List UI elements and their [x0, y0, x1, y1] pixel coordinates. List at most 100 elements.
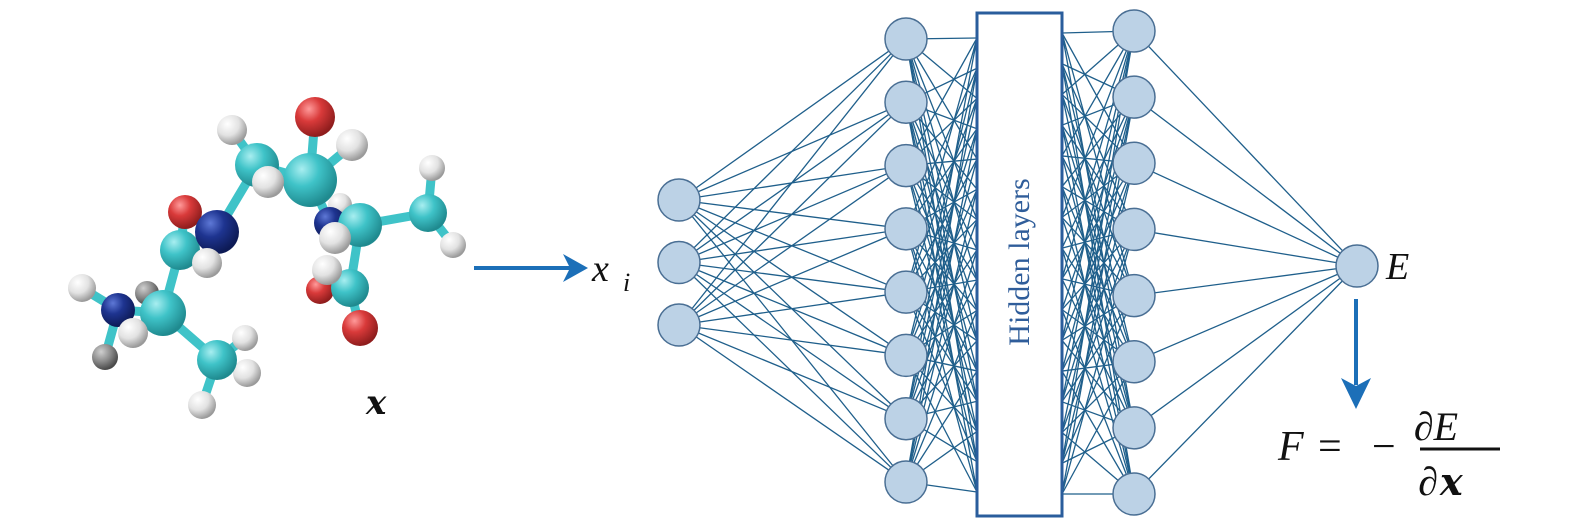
hydrogen-atom — [232, 325, 258, 351]
connection-hidden-box — [905, 68, 978, 230]
force-denominator-partial: ∂ — [1418, 459, 1438, 504]
connection-box-hidden — [1061, 155, 1135, 296]
connection-box-hidden — [1061, 162, 1135, 280]
oxygen-atom — [168, 195, 202, 229]
hydrogen-atom — [419, 155, 445, 181]
oxygen-atom — [342, 310, 378, 346]
connection-hidden-output — [1133, 265, 1358, 429]
connection-box-hidden — [1061, 163, 1135, 341]
hydrogen-atom — [319, 222, 351, 254]
hidden-first-node — [884, 17, 928, 61]
hidden-last-node — [1112, 406, 1156, 450]
hydrogen-atom — [233, 359, 261, 387]
connection-hidden-box — [905, 228, 978, 493]
input-feature-label: x — [591, 248, 609, 290]
nitrogen-atom — [195, 210, 239, 254]
hidden-layers-label: Hidden layers — [1003, 178, 1036, 345]
hydrogen-atom — [312, 255, 342, 285]
hidden-last-node — [1112, 75, 1156, 119]
connection-hidden-box — [905, 291, 978, 462]
connection-box-hidden — [1061, 186, 1135, 362]
connection-hidden-box — [905, 37, 978, 166]
connection-hidden-box — [905, 102, 978, 311]
hidden-first-node — [884, 333, 928, 378]
connection-hidden-box — [905, 219, 978, 419]
connection-box-hidden — [1061, 63, 1135, 230]
force-lhs: F — [1277, 424, 1304, 470]
connection-box-hidden — [1061, 32, 1135, 296]
connection-box-hidden — [1061, 94, 1135, 296]
molecule-label: x — [365, 383, 387, 423]
connection-hidden-box — [905, 37, 978, 293]
molecule-structure — [68, 97, 466, 419]
hydrogen-atom — [192, 248, 222, 278]
connection-hidden-box — [905, 370, 978, 483]
connection-box-hidden — [1061, 370, 1135, 495]
connection-hidden-output — [1133, 228, 1358, 267]
hydrogen-atom — [217, 115, 247, 145]
connection-hidden-box — [905, 102, 978, 372]
connection-hidden-box — [905, 310, 978, 483]
force-equation: F = − ∂E ∂ x — [1277, 404, 1500, 504]
hidden-last-node — [1112, 273, 1156, 318]
connection-input-hidden — [678, 38, 907, 263]
connection-input-hidden — [678, 165, 907, 326]
input-node — [657, 178, 701, 222]
connection-hidden-box — [905, 165, 978, 402]
input-feature-subscript: i — [623, 268, 630, 297]
hydrogen-atom — [188, 391, 216, 419]
connection-hidden-output — [1133, 96, 1358, 267]
connection-input-hidden — [678, 324, 907, 420]
hidden-layers-box — [975, 11, 1064, 518]
force-arrow-head-icon — [1341, 378, 1371, 409]
connection-box-hidden — [1061, 96, 1135, 310]
oxygen-atom — [295, 97, 335, 137]
connection-hidden-box — [905, 279, 978, 420]
connection-hidden-output — [1133, 162, 1358, 267]
connection-hidden-output — [1133, 265, 1358, 363]
connection-hidden-box — [905, 249, 978, 483]
force-denominator-var: x — [1439, 459, 1464, 504]
input-node — [657, 303, 701, 347]
connection-input-hidden — [678, 228, 907, 326]
connection-input-hidden — [678, 324, 907, 483]
connection-input-hidden — [678, 324, 907, 357]
connection-hidden-box — [905, 98, 978, 293]
connection-input-hidden — [678, 38, 907, 201]
connection-hidden-box — [905, 165, 978, 281]
hidden-first-node — [884, 80, 928, 125]
connection-box-hidden — [1061, 309, 1135, 495]
connection-box-hidden — [1061, 96, 1135, 249]
carbon-atom — [283, 153, 337, 207]
hydrogen-atom — [92, 344, 118, 370]
connection-box-hidden — [1061, 155, 1135, 429]
connection-box-hidden — [1061, 247, 1135, 495]
connection-hidden-box — [905, 228, 978, 372]
hydrogen-atom — [118, 318, 148, 348]
network-nodes — [657, 9, 1379, 516]
connection-hidden-output — [1133, 30, 1358, 267]
nitrogen-atom — [101, 293, 135, 327]
molecule-atoms — [68, 97, 466, 419]
hidden-last-node — [1112, 9, 1156, 53]
hydrogen-atom — [68, 274, 96, 302]
connection-input-hidden — [678, 101, 907, 326]
hidden-first-node — [884, 270, 928, 314]
connection-hidden-box — [905, 355, 978, 493]
connection-box-hidden — [1061, 247, 1135, 363]
connection-hidden-box — [905, 102, 978, 251]
output-energy-label: E — [1385, 246, 1409, 288]
hidden-first-node — [884, 396, 928, 441]
connection-hidden-box — [905, 228, 978, 432]
force-numerator: ∂E — [1414, 404, 1458, 449]
connection-hidden-output — [1133, 265, 1358, 297]
hidden-last-node — [1112, 472, 1156, 516]
connection-input-hidden — [678, 38, 907, 326]
carbon-atom — [331, 269, 369, 307]
connection-hidden-output — [1133, 265, 1358, 495]
hidden-last-node — [1112, 207, 1156, 252]
connection-box-hidden — [1061, 32, 1135, 164]
hidden-first-node — [884, 143, 928, 188]
carbon-atom — [160, 230, 200, 270]
